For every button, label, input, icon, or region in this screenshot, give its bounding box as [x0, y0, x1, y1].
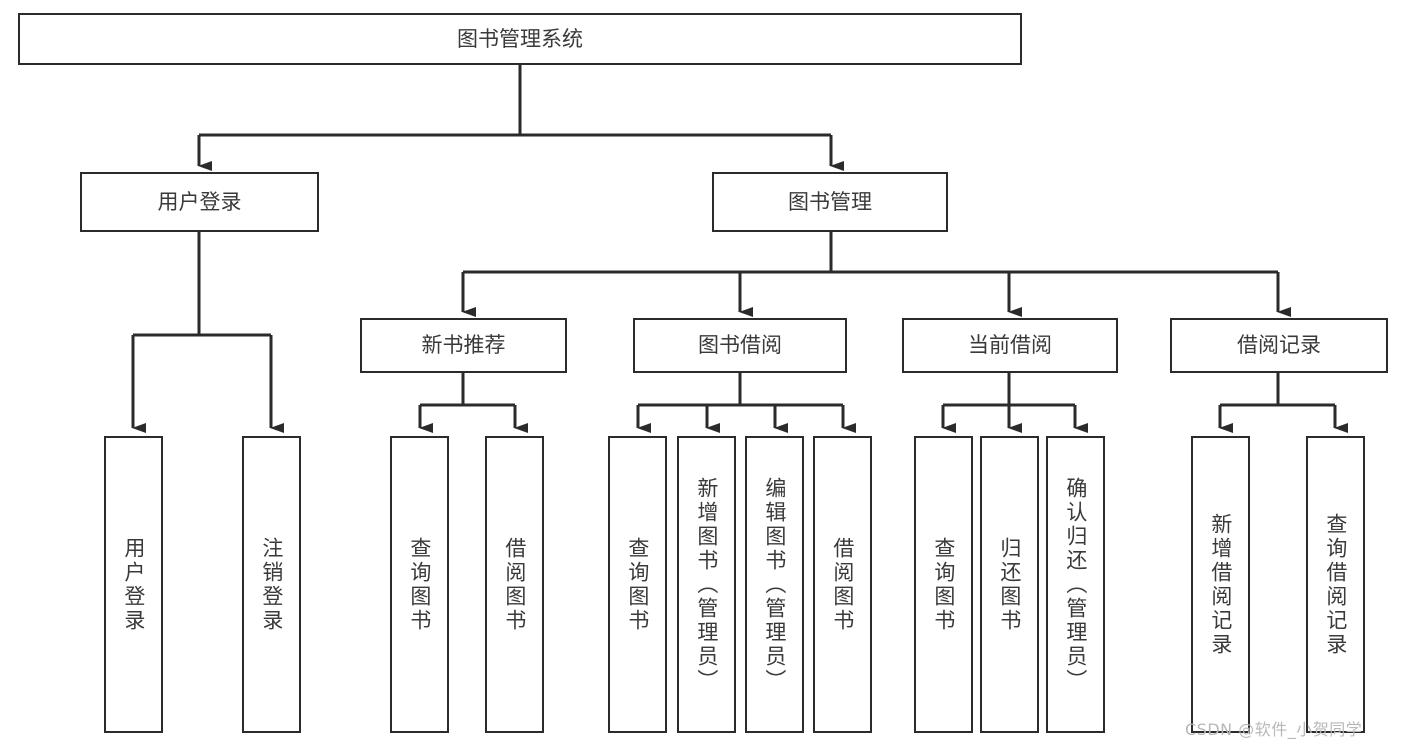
node-leaf-query-book-3[interactable]: 查询图书	[914, 436, 973, 733]
node-borrow-record[interactable]: 借阅记录	[1170, 318, 1388, 373]
node-root-label: 图书管理系统	[457, 26, 583, 51]
node-leaf-logout-login-label: 注销登录	[259, 536, 284, 633]
node-leaf-query-book-3-label: 查询图书	[931, 536, 956, 633]
watermark-text: CSDN @软件_小贺同学	[1185, 720, 1363, 739]
node-leaf-query-book-2[interactable]: 查询图书	[608, 436, 667, 733]
node-user-login-label: 用户登录	[157, 189, 242, 214]
node-book-borrow-label: 图书借阅	[698, 333, 782, 358]
node-leaf-logout-login[interactable]: 注销登录	[242, 436, 301, 733]
node-leaf-add-book[interactable]: 新增图书（管理员）	[677, 436, 736, 733]
node-leaf-query-book-1[interactable]: 查询图书	[390, 436, 449, 733]
node-leaf-query-book-2-label: 查询图书	[625, 536, 650, 633]
node-leaf-edit-book-label: 编辑图书（管理员）	[762, 476, 787, 693]
node-leaf-add-book-label: 新增图书（管理员）	[694, 476, 719, 693]
node-leaf-borrow-book-2-label: 借阅图书	[830, 536, 855, 633]
node-user-login[interactable]: 用户登录	[80, 172, 319, 232]
node-book-borrow[interactable]: 图书借阅	[633, 318, 847, 373]
node-leaf-confirm-return-label: 确认归还（管理员）	[1063, 476, 1088, 693]
node-leaf-add-record-label: 新增借阅记录	[1208, 512, 1233, 657]
node-leaf-borrow-book-1-label: 借阅图书	[502, 536, 527, 633]
node-leaf-query-record-label: 查询借阅记录	[1323, 512, 1348, 657]
node-book-manage[interactable]: 图书管理	[712, 172, 948, 232]
node-root[interactable]: 图书管理系统	[18, 13, 1022, 65]
node-leaf-user-login-label: 用户登录	[121, 536, 146, 633]
node-leaf-confirm-return[interactable]: 确认归还（管理员）	[1046, 436, 1105, 733]
node-leaf-edit-book[interactable]: 编辑图书（管理员）	[745, 436, 804, 733]
node-leaf-query-book-1-label: 查询图书	[407, 536, 432, 633]
node-leaf-add-record[interactable]: 新增借阅记录	[1191, 436, 1250, 733]
node-leaf-borrow-book-1[interactable]: 借阅图书	[485, 436, 544, 733]
node-current-borrow[interactable]: 当前借阅	[902, 318, 1118, 373]
node-new-book-recommend-label: 新书推荐	[421, 333, 506, 358]
node-borrow-record-label: 借阅记录	[1237, 333, 1321, 358]
node-leaf-return-book-label: 归还图书	[997, 536, 1022, 633]
node-book-manage-label: 图书管理	[788, 189, 872, 214]
node-current-borrow-label: 当前借阅	[968, 333, 1052, 358]
node-leaf-query-record[interactable]: 查询借阅记录	[1306, 436, 1365, 733]
node-leaf-return-book[interactable]: 归还图书	[980, 436, 1039, 733]
node-leaf-borrow-book-2[interactable]: 借阅图书	[813, 436, 872, 733]
node-leaf-user-login[interactable]: 用户登录	[104, 436, 163, 733]
node-new-book-recommend[interactable]: 新书推荐	[360, 318, 567, 373]
